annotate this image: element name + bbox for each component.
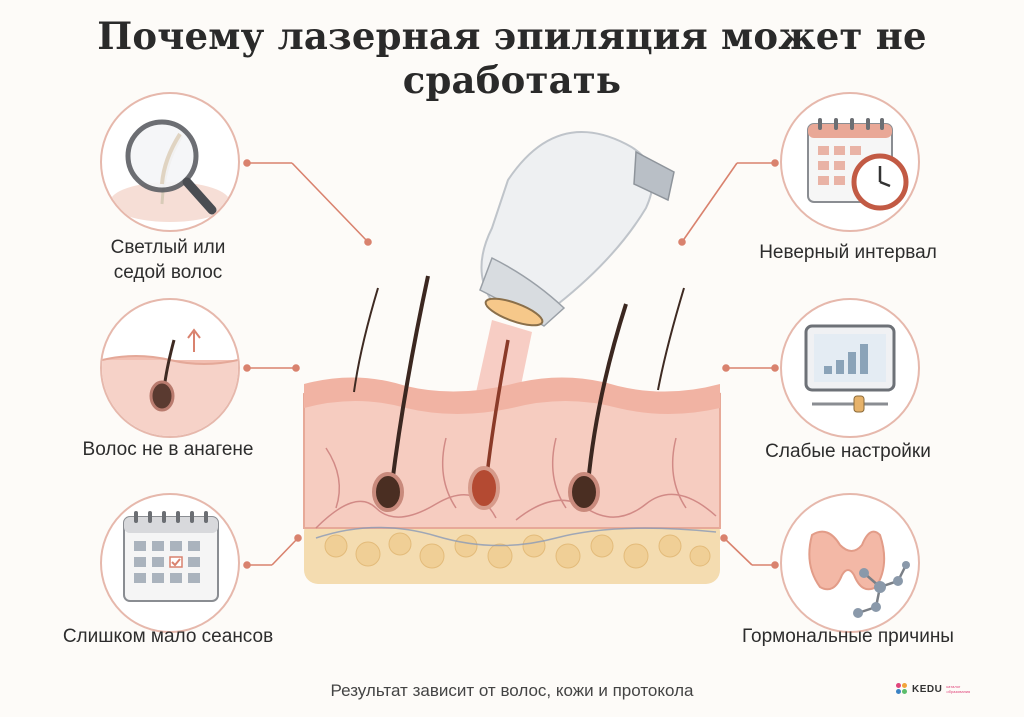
device-settings-icon [804, 324, 896, 413]
label-light-hair: Светлый или седой волос [110, 237, 226, 283]
brand-logo: KEDU каталог образования [896, 683, 976, 695]
calendar-icon [123, 511, 219, 602]
label-few-sessions: Слишком мало сеансов [62, 626, 274, 647]
circle-weak-settings [780, 298, 920, 438]
skin-cross-section-illustration [303, 131, 721, 584]
circle-few-sessions [100, 493, 240, 633]
hair-follicle-icon [102, 328, 238, 436]
label-wrong-interval: Неверный интервал [759, 242, 937, 263]
logo-name: KEDU [912, 683, 943, 695]
kedu-logo-icon [896, 683, 908, 695]
circle-hormonal [780, 493, 920, 633]
footer-note: Результат зависит от волос, кожи и прото… [330, 681, 694, 700]
label-weak-settings: Слабые настройки [765, 441, 931, 462]
magnifier-hair-icon [110, 119, 230, 222]
circle-anagen [100, 298, 240, 438]
label-anagen: Волос не в анагене [82, 439, 254, 460]
hair-follicles [353, 275, 685, 512]
label-hormonal: Гормональные причины [742, 626, 954, 647]
circle-wrong-interval [780, 92, 920, 232]
thyroid-molecule-icon [808, 530, 910, 618]
page-title: Почему лазерная эпиляция может не сработ… [97, 14, 927, 102]
laser-handpiece-icon [479, 131, 675, 327]
logo-tagline: каталог образования [946, 684, 971, 694]
calendar-clock-icon [807, 118, 909, 211]
fat-layer [304, 518, 720, 584]
circle-light-hair [100, 92, 240, 232]
